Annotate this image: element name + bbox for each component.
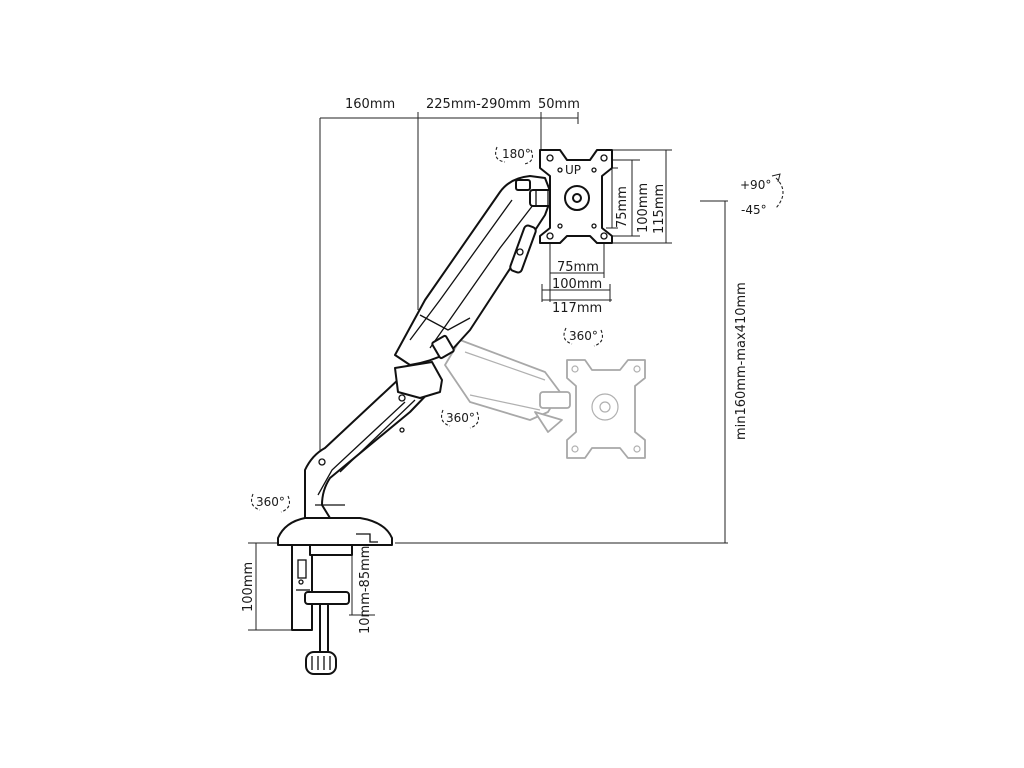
label-plate-rotation: 360°	[569, 329, 598, 343]
label-clamp-height: 100mm	[241, 562, 256, 612]
label-vesa-h-75: 75mm	[557, 260, 599, 275]
rotation-arrows	[251, 146, 784, 513]
label-vesa-h-100: 100mm	[552, 277, 602, 292]
label-height-range: min160mm-max410mm	[734, 282, 749, 440]
label-vesa-h-117: 117mm	[552, 301, 602, 316]
desk-clamp	[277, 517, 393, 675]
label-vesa-offset: 50mm	[538, 97, 580, 112]
label-arm-reach-2: 225mm-290mm	[426, 97, 531, 112]
svg-text:UP: UP	[565, 163, 581, 177]
label-vesa-v-100: 100mm	[636, 183, 651, 233]
dimension-labels: 160mm 225mm-290mm 50mm 75mm 100mm 115mm …	[241, 97, 749, 634]
label-base-rotation: 360°	[256, 495, 285, 509]
ghost-arm	[444, 339, 571, 433]
vesa-plate: UP	[539, 149, 613, 244]
upper-arm	[394, 175, 557, 366]
label-elbow-rotation: 360°	[446, 411, 475, 425]
label-desk-thickness: 10mm-85mm	[358, 546, 373, 634]
label-vesa-v-115: 115mm	[652, 184, 667, 234]
lower-arm	[304, 361, 443, 519]
label-tilt-up: +90°	[740, 178, 771, 192]
rotation-labels: 180° +90° -45° 360° 360° 360°	[256, 147, 771, 509]
label-vesa-swivel: 180°	[502, 147, 531, 161]
ghost-vesa-plate	[566, 359, 646, 459]
label-arm-reach-1: 160mm	[345, 97, 395, 112]
dimension-lines	[248, 112, 728, 631]
label-vesa-v-75: 75mm	[615, 186, 630, 228]
label-tilt-down: -45°	[741, 203, 767, 217]
